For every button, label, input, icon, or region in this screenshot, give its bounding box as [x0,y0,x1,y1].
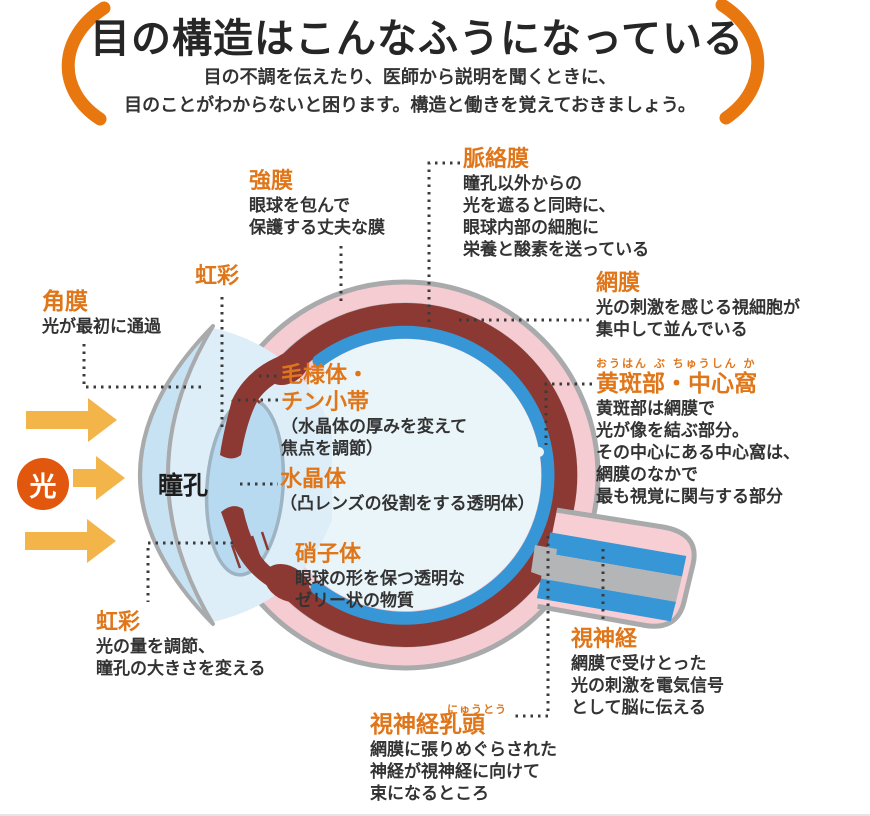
vitreous-desc-2: ゼリー状の物質 [295,591,414,611]
macula-label: 黄斑部・中心窩 [596,371,757,397]
cornea-desc-1: 光が最初に通過 [42,317,161,337]
optic-nerve-stripe-upper [546,532,687,577]
macula-desc-4: 網膜のなかで [596,465,698,485]
cornea-shape [138,324,215,626]
macula-desc-5: 最も視覚に関与する部分 [596,487,783,507]
label-block-cornea: 角膜 光が最初に通過 [42,289,161,338]
choroid-label: 脈絡膜 [463,147,530,172]
eyeball-illustration [138,279,697,671]
light-source-badge: 光 [17,458,69,510]
lens-desc-1: （凸レンズの役割をする透明体） [280,494,535,514]
label-block-optic-disc: 視神経乳頭 網膜に張りめぐらされた 神経が視神経に向けて 束になるところ [370,712,557,805]
ciliary-desc-1: （水晶体の厚みを変えて [281,417,468,437]
fovea-notch [534,447,544,457]
macula-furigana: おうはん ぶ ちゅうしん か [596,357,757,370]
ciliary-desc-2: 焦点を調節） [281,439,383,459]
page-subtitle: 目の不調を伝えたり、医師から説明を聞くときに、 目のことがわからないと困ります。… [55,64,765,120]
label-block-sclera: 強膜 眼球を包んで 保護する丈夫な膜 [249,168,385,239]
label-block-vitreous: 硝子体 眼球の形を保つ透明な ゼリー状の物質 [295,541,465,612]
leader-lines [82,161,605,718]
retina-layer [310,325,555,625]
left-bracket-decoration [61,1,111,126]
optic-nerve-core [540,552,683,602]
choroid-leader [427,161,460,325]
retina-label: 網膜 [596,271,641,296]
optic-nerve-label: 視神経 [571,627,638,652]
optic-disc-desc-1: 網膜に張りめぐらされた [370,740,557,760]
label-block-iris-bottom: 虹彩 光の量を調節、 瞳孔の大きさを変える [96,609,266,680]
choroid-layer [280,303,578,647]
optic-disc-furigana: にゅうとう [447,703,507,716]
label-block-ciliary: 毛様体・ チン小帯 （水晶体の厚みを変えて 焦点を調節） [281,362,467,460]
macula-desc-2: 光が像を結ぶ部分。 [596,421,749,441]
iris-bottom-desc-1: 光の量を調節、 [96,637,215,657]
optic-disc-label: 視神経乳頭 [370,712,485,738]
subtitle-line-1: 目の不調を伝えたり、医師から説明を聞くときに、 [203,67,617,88]
lens-label: 水晶体 [280,467,347,492]
vitreous-label: 硝子体 [295,542,362,567]
cornea-label: 角膜 [42,289,88,315]
vitreous-body [269,339,541,611]
pupil-label: 瞳孔 [158,471,209,500]
choroid-desc-4: 栄養と酸素を送っている [463,240,650,260]
optic-nerve-desc-1: 網膜で受けとった [571,654,707,674]
optic-nerve-tube [536,507,697,629]
ciliary-body-lower [264,564,310,602]
label-block-macula: おうはん ぶ ちゅうしん か 黄斑部・中心窩 黄斑部は網膜で 光が像を結ぶ部分。… [596,355,800,508]
iris-bottom-leader [146,541,233,602]
light-arrow-middle [73,456,125,500]
light-arrow-top [26,398,117,442]
optic-nerve-desc-2: 光の刺激を電気信号 [571,676,724,696]
iris-top-label: 虹彩 [195,264,240,289]
page-title: 目の構造はこんなふうになっている [90,16,744,62]
retina-desc-1: 光の刺激を感じる視細胞が [596,298,800,318]
macula-desc-1: 黄斑部は網膜で [596,399,715,419]
macula-leader [544,382,592,445]
subtitle-line-2: 目のことがわからないと困ります。構造と働きを覚えておきましょう。 [124,95,696,116]
optic-disc-shape [531,545,557,580]
light-arrow-bottom [25,519,116,563]
light-arrows [25,398,125,563]
ciliary-label-line-1: 毛様体・ [281,363,370,388]
macula-desc-3: その中心にある中心窩は、 [596,443,800,463]
optic-nerve-stripe-lower [536,578,676,622]
choroid-desc-2: 光を遮ると同時に、 [463,196,616,216]
vitreous-desc-1: 眼球の形を保つ透明な [295,569,465,589]
right-bracket-decoration [715,0,765,125]
ciliary-body-upper [267,350,309,386]
light-source-label: 光 [29,471,57,503]
ciliary-label-line-2: チン小帯 [281,390,370,415]
optic-nerve-desc-3: として脳に伝える [571,698,706,718]
retina-desc-2: 集中して並んでいる [596,320,748,340]
optic-disc-desc-2: 神経が視神経に向けて [370,762,540,782]
label-block-lens: 水晶体 （凸レンズの役割をする透明体） [280,466,535,515]
sclera-desc-1: 眼球を包んで [249,196,351,216]
choroid-desc-3: 眼球内部の細胞に [463,218,599,238]
optic-disc-leader [514,536,550,718]
iris-bottom-desc-2: 瞳孔の大きさを変える [96,659,266,679]
label-block-retina: 網膜 光の刺激を感じる視細胞が 集中して並んでいる [596,270,800,341]
sclera-desc-2: 保護する丈夫な膜 [249,218,385,238]
label-block-choroid: 脈絡膜 瞳孔以外からの 光を遮ると同時に、 眼球内部の細胞に 栄養と酸素を送って… [463,146,649,261]
optic-disc-desc-3: 束になるところ [370,784,489,804]
label-block-optic-nerve: 視神経 網膜で受けとった 光の刺激を電気信号 として脳に伝える [571,626,724,719]
choroid-desc-1: 瞳孔以外からの [463,174,582,194]
sclera-label: 強膜 [249,169,294,194]
iris-bottom-label: 虹彩 [96,610,141,635]
